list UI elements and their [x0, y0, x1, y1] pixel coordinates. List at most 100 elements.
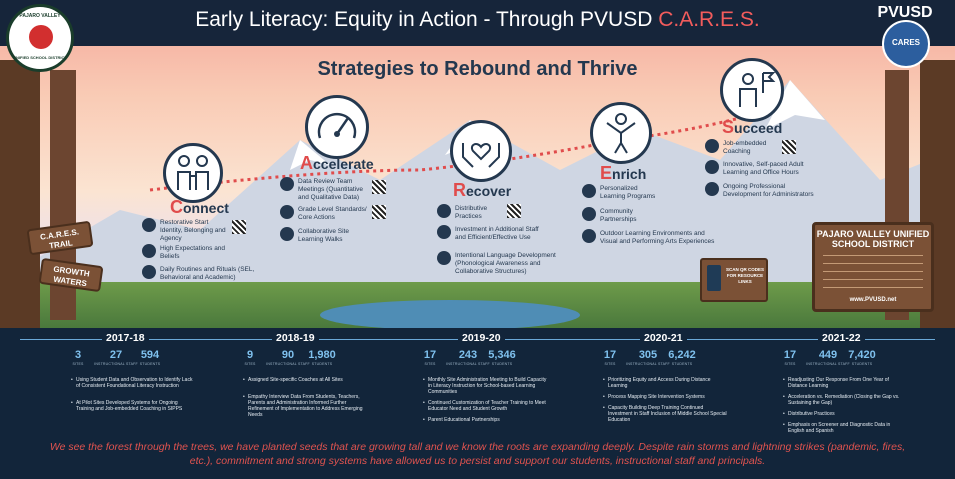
phase-title-succeed: Succeed	[722, 117, 783, 137]
qr-code	[232, 220, 246, 234]
outdoor-learning-icon	[582, 229, 596, 243]
phase-title-enrich: Enrich	[600, 163, 647, 183]
stat-label-students: STUDENTS	[491, 362, 513, 366]
timeline-bullet: Parent Educational Partnerships	[423, 417, 548, 423]
speedometer-icon	[317, 112, 357, 139]
stat-students: 7,420	[848, 349, 876, 361]
stat-label-sites: SITES	[424, 362, 436, 366]
footer-quote: We see the forest through the trees, we …	[49, 441, 906, 467]
logo-right-name: PVUSD	[877, 4, 933, 21]
subtitle: Strategies to Rebound and Thrive	[317, 58, 638, 80]
stat-label-students: STUDENTS	[311, 362, 333, 366]
board-line	[823, 287, 923, 288]
stat-students: 594	[140, 349, 160, 361]
stat-staff: 449	[818, 349, 838, 361]
adult-learning-icon	[705, 160, 719, 174]
expectations-icon	[142, 244, 156, 258]
qr-code	[782, 140, 796, 154]
stat-students: 1,980	[308, 349, 336, 361]
apple-icon	[29, 25, 53, 49]
identity-icon	[142, 218, 156, 232]
board-title: PAJARO VALLEY UNIFIED SCHOOL DISTRICT	[816, 229, 930, 249]
river	[320, 300, 580, 330]
pvusd-cares-logo: PVUSD CARES	[862, 4, 948, 68]
stat-label-students: STUDENTS	[139, 362, 161, 366]
qr-code	[507, 204, 521, 218]
timeline-bullet: Using Student Data and Observation to Id…	[71, 377, 196, 389]
language-icon	[437, 251, 451, 265]
board-url: www.PVUSD.net	[849, 297, 897, 303]
stat-staff: 27	[109, 349, 123, 361]
timeline-year: 2021-22	[818, 332, 865, 344]
stat-sites: 17	[423, 349, 437, 361]
stat-label-students: STUDENTS	[851, 362, 873, 366]
board-line	[823, 279, 923, 280]
logo-text-bottom: UNIFIED SCHOOL DISTRICT	[13, 55, 67, 60]
timeline-bullet: Distributive Practices	[783, 411, 908, 417]
timeline-bullet: Emphasis on Screener and Diagnostic Data…	[783, 422, 908, 434]
timeline-bullet: Continued Customization of Teacher Train…	[423, 400, 548, 412]
timeline-bullet: Readjusting Our Response From One Year o…	[783, 377, 908, 389]
stat-students: 6,242	[668, 349, 696, 361]
page-title: Early Literacy: Equity in Action - Throu…	[195, 8, 760, 31]
community-icon	[582, 207, 596, 221]
stat-label-sites: SITES	[784, 362, 796, 366]
stat-staff: 305	[638, 349, 658, 361]
stat-staff: 90	[281, 349, 295, 361]
routines-icon	[142, 265, 156, 279]
stat-label-staff: INSTRUCTIONAL STAFF	[94, 362, 138, 366]
stat-label-sites: SITES	[604, 362, 616, 366]
stat-label-staff: INSTRUCTIONAL STAFF	[446, 362, 490, 366]
person-celebrating-icon	[606, 113, 636, 154]
timeline-bullet: Assigned Site-specific Coaches at All Si…	[243, 377, 368, 383]
timeline-bullet: Prioritizing Equity and Access During Di…	[603, 377, 728, 389]
stat-staff: 243	[458, 349, 478, 361]
stat-sites: 17	[603, 349, 617, 361]
logo-text-top: PAJARO VALLEY	[19, 13, 61, 19]
timeline-year: 2018-19	[272, 332, 319, 344]
board-line	[823, 271, 923, 272]
cares-badge-icon	[882, 20, 930, 68]
timeline-year: 2017-18	[102, 332, 149, 344]
personalized-icon	[582, 184, 596, 198]
stat-students: 5,346	[488, 349, 516, 361]
board-line	[823, 263, 923, 264]
staff-investment-icon	[437, 225, 451, 239]
district-logo: PAJARO VALLEY UNIFIED SCHOOL DISTRICT	[6, 4, 74, 72]
stat-sites: 9	[246, 349, 254, 361]
logo-right-badge: CARES	[891, 38, 920, 47]
stat-label-sites: SITES	[244, 362, 256, 366]
timeline-bullet: Process Mapping Site Intervention System…	[603, 394, 728, 400]
stat-sites: 3	[74, 349, 82, 361]
hands-heart-icon	[462, 143, 500, 168]
phase-title-accelerate: Accelerate	[300, 153, 374, 173]
distributive-icon	[437, 204, 451, 218]
timeline-bullet: Capacity Building Deep Training Continue…	[603, 405, 728, 423]
person-flag-icon	[739, 72, 776, 107]
stat-label-sites: SITES	[72, 362, 84, 366]
timeline-bullet: Empathy Interview Data From Students, Te…	[243, 394, 368, 418]
coaching-icon	[705, 139, 719, 153]
accelerate-bubble	[305, 95, 369, 159]
timeline-year: 2019-20	[458, 332, 505, 344]
recover-bubble	[450, 120, 512, 182]
timeline-bullet: Monthly Site Administration Meeting to B…	[423, 377, 548, 395]
stat-label-staff: INSTRUCTIONAL STAFF	[626, 362, 670, 366]
qr-code	[372, 205, 386, 219]
admin-pd-icon	[705, 182, 719, 196]
succeed-bubble	[720, 58, 784, 122]
stat-label-staff: INSTRUCTIONAL STAFF	[806, 362, 850, 366]
people-greeting-icon	[177, 155, 209, 190]
learning-walks-icon	[280, 227, 294, 241]
phase-title-recover: Recover	[453, 180, 512, 200]
stat-label-students: STUDENTS	[671, 362, 693, 366]
timeline-bullet: At Pilot Sites Developed Systems for Ong…	[71, 400, 196, 412]
board-line	[823, 255, 923, 256]
connect-bubble	[163, 143, 223, 203]
stat-label-staff: INSTRUCTIONAL STAFF	[266, 362, 310, 366]
stat-sites: 17	[783, 349, 797, 361]
timeline-bullet: Acceleration vs. Remediation (Closing th…	[783, 394, 908, 406]
standards-icon	[280, 205, 294, 219]
tree-trunk-left	[0, 60, 40, 330]
